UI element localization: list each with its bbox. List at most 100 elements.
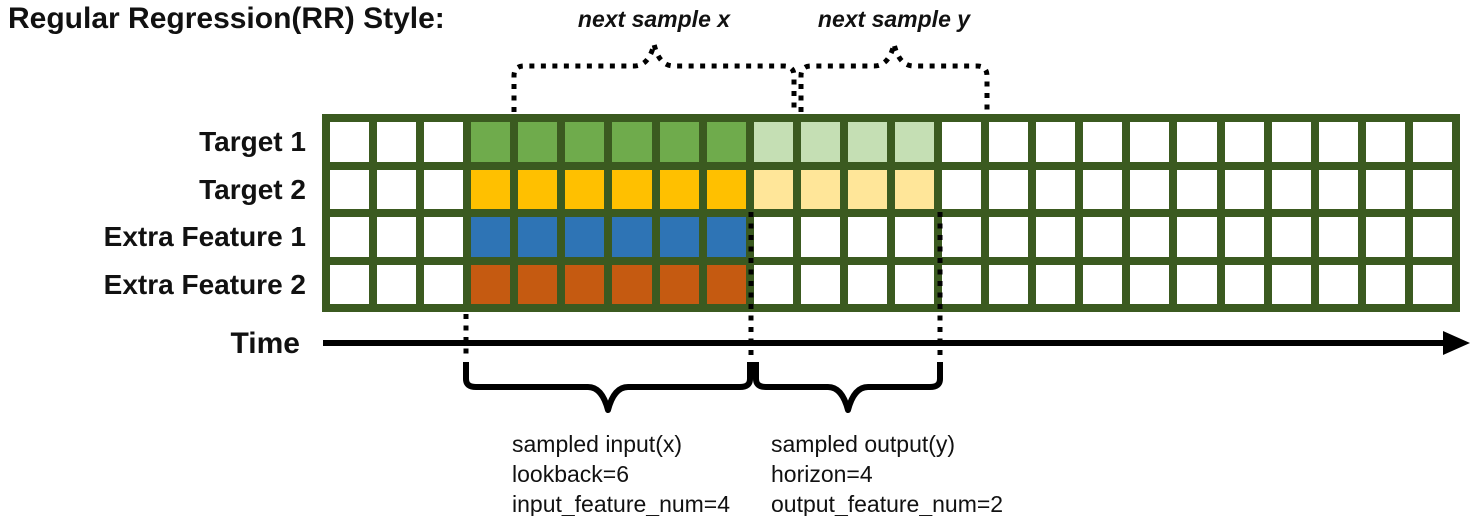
grid-cell-r2-c5 xyxy=(518,169,558,209)
grid-cell-r1-c10 xyxy=(753,122,793,162)
grid-cell-r3-c4 xyxy=(471,217,511,257)
grid-cell-r1-c7 xyxy=(612,122,652,162)
grid-cell-r1-c6 xyxy=(565,122,605,162)
grid-cell-r2-c6 xyxy=(565,169,605,209)
grid-cell-r4-c13 xyxy=(894,264,935,304)
grid-cell-r1-c2 xyxy=(377,122,417,162)
input-feature-num-value: input_feature_num=4 xyxy=(512,491,731,516)
grid-cell-r3-c3 xyxy=(424,217,464,257)
row-label-extra-feature-2: Extra Feature 2 xyxy=(103,268,306,300)
next-sample-y-brace xyxy=(798,43,990,112)
grid-cell-r2-c11 xyxy=(800,169,840,209)
grid-cell-r3-c11 xyxy=(800,217,840,257)
grid-cell-r2-c20 xyxy=(1224,169,1264,209)
grid-cell-r2-c16 xyxy=(1036,169,1076,209)
grid-cell-r1-c5 xyxy=(518,122,558,162)
grid-cell-r1-c24 xyxy=(1412,122,1452,162)
grid-cell-r4-c9 xyxy=(706,264,746,304)
grid-cell-r2-c15 xyxy=(989,169,1029,209)
grid-cell-r4-c8 xyxy=(659,264,699,304)
horizon-value: horizon=4 xyxy=(771,461,873,487)
grid-cell-r2-c7 xyxy=(612,169,652,209)
grid-cell-r1-c14 xyxy=(942,122,982,162)
grid-cell-r4-c6 xyxy=(565,264,605,304)
grid-cell-r1-c4 xyxy=(471,122,511,162)
time-arrow-head-icon xyxy=(1443,331,1470,355)
grid-cell-r4-c5 xyxy=(518,264,558,304)
grid-cell-r3-c10 xyxy=(753,217,793,257)
grid-cell-r3-c6 xyxy=(565,217,605,257)
row-label-target-2: Target 2 xyxy=(199,173,306,205)
time-axis-label: Time xyxy=(230,327,300,360)
sampled-output-annotation: sampled output(y) horizon=4 output_featu… xyxy=(771,429,1003,516)
grid-cell-r3-c20 xyxy=(1224,217,1264,257)
grid-cell-r2-c4 xyxy=(471,169,511,209)
grid-cell-r1-c16 xyxy=(1036,122,1076,162)
grid-cell-r4-c10 xyxy=(753,264,793,304)
sampled-input-title: sampled input(x) xyxy=(512,431,683,457)
grid-cell-r4-c15 xyxy=(989,264,1029,304)
grid-cell-r3-c17 xyxy=(1083,217,1123,257)
sampled-input-annotation: sampled input(x) lookback=6 input_featur… xyxy=(512,429,730,516)
grid-cell-r4-c24 xyxy=(1412,264,1452,304)
grid-cell-r4-c11 xyxy=(800,264,840,304)
grid-cell-r2-c2 xyxy=(377,169,417,209)
grid-cell-r2-c1 xyxy=(330,169,370,209)
grid-cell-r1-c3 xyxy=(424,122,464,162)
grid-cell-r3-c21 xyxy=(1271,217,1311,257)
row-label-extra-feature-1: Extra Feature 1 xyxy=(103,221,306,252)
grid-cell-r1-c20 xyxy=(1224,122,1264,162)
time-arrow xyxy=(323,331,1470,355)
grid-cell-r3-c12 xyxy=(847,217,887,257)
grid-cell-r4-c18 xyxy=(1130,264,1170,304)
grid-cell-r2-c13 xyxy=(894,169,935,209)
grid-cell-r4-c2 xyxy=(377,264,417,304)
grid-cell-r3-c24 xyxy=(1412,217,1452,257)
grid-cell-r2-c18 xyxy=(1130,169,1170,209)
grid-cell-r3-c15 xyxy=(989,217,1029,257)
diagram-title: Regular Regression(RR) Style: xyxy=(8,2,445,35)
grid-cell-r3-c22 xyxy=(1318,217,1358,257)
grid-cell-r4-c19 xyxy=(1177,264,1217,304)
grid-cell-r3-c1 xyxy=(330,217,370,257)
next-sample-x-label: next sample x xyxy=(577,6,731,32)
grid-cell-r2-c9 xyxy=(706,169,746,209)
grid-cell-r1-c13 xyxy=(894,122,935,162)
grid-cell-r1-c21 xyxy=(1271,122,1311,162)
grid-cell-r4-c23 xyxy=(1365,264,1405,304)
grid-cell-r3-c2 xyxy=(377,217,417,257)
grid-cell-r3-c18 xyxy=(1130,217,1170,257)
grid-cell-r1-c11 xyxy=(800,122,840,162)
grid-cell-r1-c9 xyxy=(706,122,746,162)
grid-cell-r2-c3 xyxy=(424,169,464,209)
next-sample-x-brace xyxy=(511,43,797,112)
grid-cell-r3-c23 xyxy=(1365,217,1405,257)
lookback-value: lookback=6 xyxy=(512,461,629,487)
grid-cell-r2-c17 xyxy=(1083,169,1123,209)
grid-cell-r3-c9 xyxy=(706,217,746,257)
grid-cell-r3-c14 xyxy=(942,217,982,257)
grid-cell-r2-c23 xyxy=(1365,169,1405,209)
grid-cell-r4-c14 xyxy=(942,264,982,304)
grid-cell-r4-c16 xyxy=(1036,264,1076,304)
grid-cell-r4-c17 xyxy=(1083,264,1123,304)
grid-cell-r1-c18 xyxy=(1130,122,1170,162)
grid-cell-r4-c22 xyxy=(1318,264,1358,304)
grid-cell-r4-c7 xyxy=(612,264,652,304)
grid-cell-r1-c23 xyxy=(1365,122,1405,162)
next-sample-y-label: next sample y xyxy=(817,6,971,32)
grid-cell-r2-c19 xyxy=(1177,169,1217,209)
grid-cell-r3-c5 xyxy=(518,217,558,257)
grid-cell-r4-c1 xyxy=(330,264,370,304)
grid-cell-r1-c1 xyxy=(330,122,370,162)
grid-cell-r2-c14 xyxy=(942,169,982,209)
grid-cell-r1-c22 xyxy=(1318,122,1358,162)
output-feature-num-value: output_feature_num=2 xyxy=(771,491,1004,516)
grid-cell-r4-c12 xyxy=(847,264,887,304)
grid-cell-r3-c7 xyxy=(612,217,652,257)
grid-cell-r2-c21 xyxy=(1271,169,1311,209)
grid-cell-r2-c10 xyxy=(753,169,793,209)
grid-cell-r1-c19 xyxy=(1177,122,1217,162)
time-series-grid xyxy=(322,114,1460,312)
